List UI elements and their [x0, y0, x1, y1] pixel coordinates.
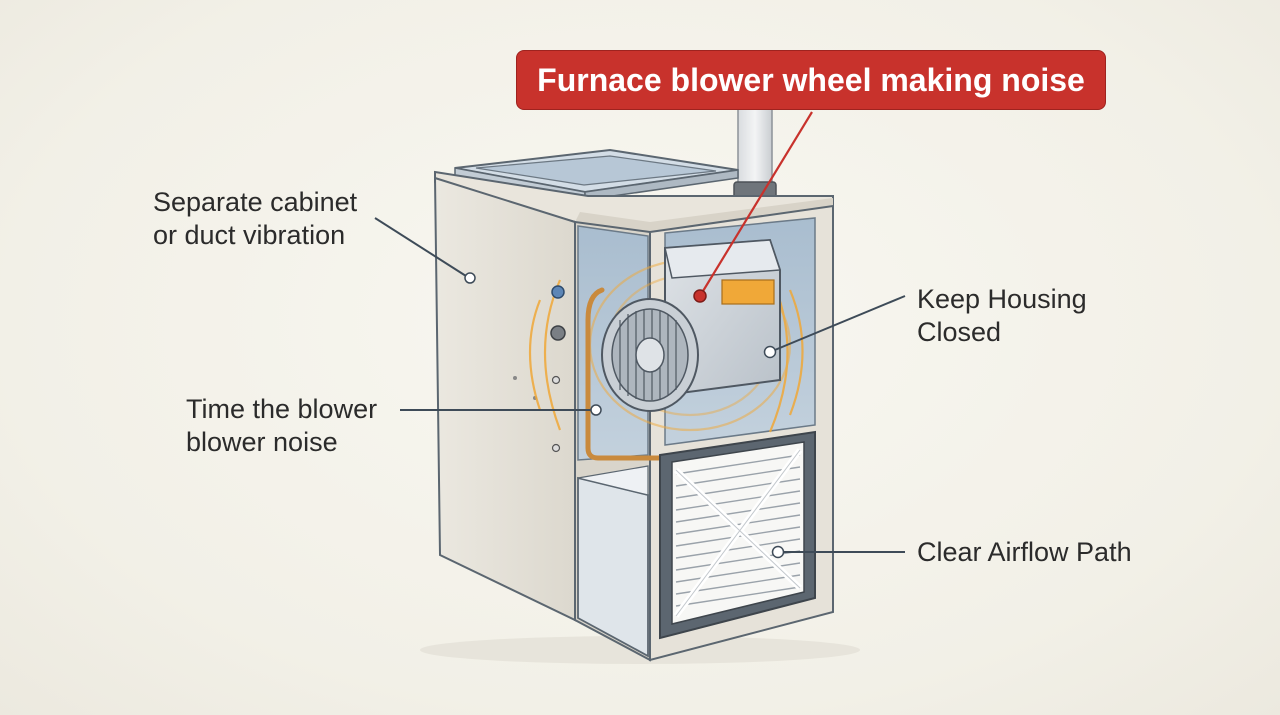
callout-line: Keep Housing: [917, 284, 1087, 314]
control-knobs: [550, 285, 566, 453]
cabinet-left-side: [433, 176, 576, 622]
title-target-dot: [693, 289, 707, 303]
callout-clear-airflow: Clear Airflow Path: [917, 536, 1132, 569]
housing-label-plate: [721, 279, 775, 305]
leader-housing: [769, 295, 906, 353]
leader-lines: [374, 111, 906, 553]
callout-keep-housing-closed: Keep Housing Closed: [917, 283, 1087, 349]
callout-line: Time the blower: [186, 394, 378, 424]
air-filter-icon: [659, 430, 816, 640]
lower-compartment: [577, 465, 649, 658]
callout-dots: [464, 272, 785, 559]
blower-wheel-icon: [601, 298, 699, 412]
exhaust-pipe-icon: [733, 107, 777, 199]
callout-separate-cabinet: Separate cabinet or duct vibration: [153, 186, 357, 252]
callout-line: blower noise: [186, 427, 338, 457]
callout-line: or duct vibration: [153, 220, 346, 250]
callout-time-blower: Time the blower blower noise: [186, 393, 377, 459]
callout-line: Clear Airflow Path: [917, 537, 1132, 567]
callout-line: Separate cabinet: [153, 187, 358, 217]
title-banner: Furnace blower wheel making noise: [516, 50, 1106, 110]
leader-title: [699, 111, 813, 297]
callout-line: Closed: [917, 317, 1002, 347]
gas-line: [585, 287, 663, 461]
leader-cabinet: [374, 217, 467, 277]
